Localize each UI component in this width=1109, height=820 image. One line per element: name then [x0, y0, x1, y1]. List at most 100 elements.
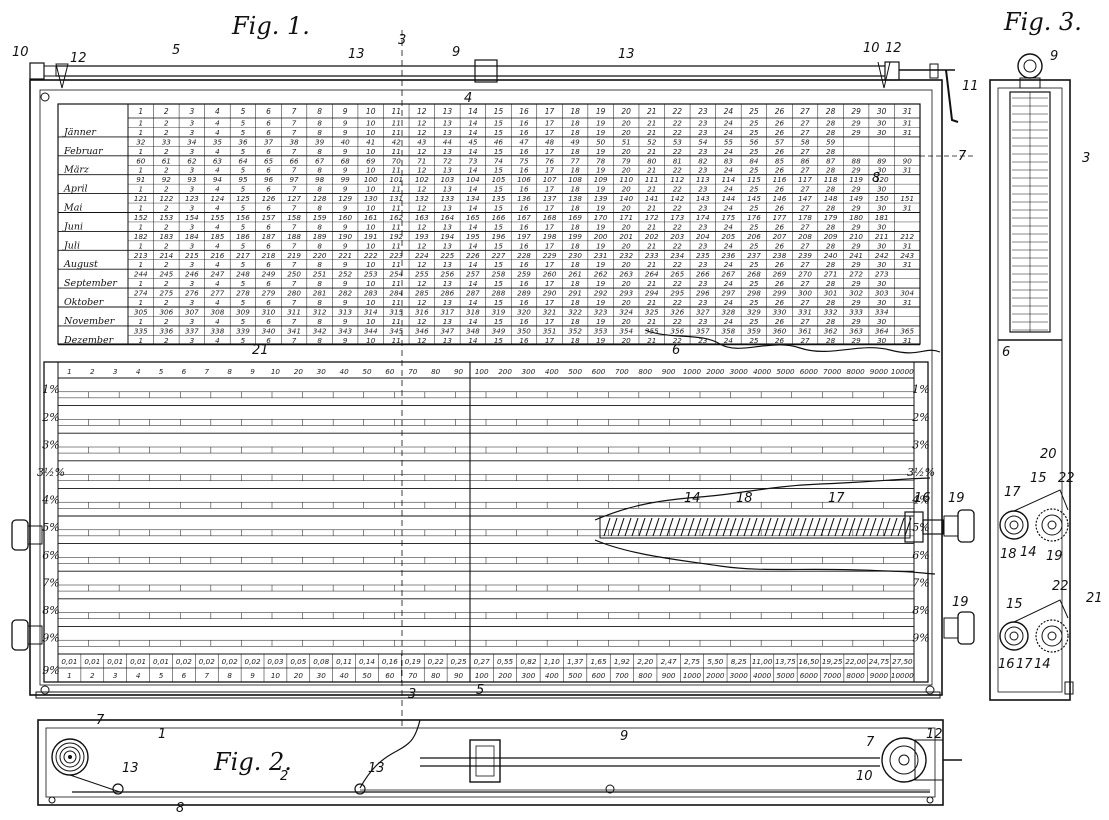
day-of-year-cell: 274 — [134, 289, 148, 298]
day-of-year-cell: 305 — [134, 307, 148, 316]
day-of-year-cell: 6 — [266, 118, 271, 127]
calendar-header-day: 6 — [266, 107, 271, 116]
day-of-year-cell: 331 — [798, 307, 812, 316]
day-of-month-cell: 10 — [366, 298, 376, 307]
day-of-year-cell: 94 — [213, 175, 223, 184]
day-of-year-cell: 237 — [747, 251, 761, 260]
day-of-month-cell: 8 — [317, 260, 322, 269]
capital-scale-left-cell: 6 — [182, 367, 187, 376]
day-of-month-cell: 5 — [241, 279, 246, 288]
day-of-year-cell: 176 — [747, 213, 761, 222]
day-of-month-cell: 27 — [800, 279, 810, 288]
day-of-month-cell: 9 — [343, 260, 348, 269]
capital-scale-left-cell: 60 — [385, 367, 395, 376]
day-of-year-cell: 140 — [619, 194, 633, 203]
day-of-year-cell: 348 — [466, 326, 480, 335]
day-of-year-cell: 102 — [415, 175, 429, 184]
capital-scale-left-cell: 7 — [204, 367, 209, 376]
day-of-month-cell: 19 — [596, 147, 606, 156]
day-of-month-cell: 28 — [826, 147, 836, 156]
day-of-month-cell: 17 — [545, 260, 555, 269]
day-of-year-cell: 294 — [645, 289, 659, 298]
day-of-month-cell: 13 — [443, 298, 453, 307]
day-of-year-cell: 202 — [645, 232, 659, 241]
day-of-year-cell: 313 — [338, 307, 352, 316]
result-left-cell: 0,19 — [405, 657, 421, 666]
day-of-year-cell: 50 — [596, 137, 606, 146]
day-of-year-cell: 22 — [673, 118, 683, 127]
interest-frame — [43, 361, 929, 683]
day-of-year-cell: 207 — [773, 232, 787, 241]
day-of-year-cell: 118 — [824, 175, 838, 184]
ref-9-fig3: 9 — [1050, 49, 1058, 64]
day-of-year-cell: 179 — [824, 213, 838, 222]
day-of-month-cell: 24 — [724, 241, 734, 250]
day-of-year-cell: 228 — [517, 251, 531, 260]
day-of-month-cell: 16 — [519, 128, 529, 137]
day-of-month-cell: 12 — [417, 204, 427, 213]
day-of-month-cell: 15 — [494, 336, 504, 345]
day-of-month-cell: 5 — [241, 128, 246, 137]
day-of-year-cell: 177 — [773, 213, 787, 222]
day-of-year-cell: 198 — [543, 232, 557, 241]
calendar-header-day: 31 — [902, 107, 912, 116]
day-of-year-cell: 60 — [136, 156, 146, 165]
day-of-year-cell: 290 — [543, 289, 557, 298]
ref-13-top-right: 13 — [618, 47, 635, 62]
calendar-header-day: 29 — [851, 107, 861, 116]
day-of-year-cell: 85 — [775, 156, 785, 165]
percent-label-left: 4% — [41, 494, 59, 507]
day-of-year-cell: 105 — [492, 175, 506, 184]
day-of-month-cell: 22 — [673, 317, 683, 326]
ref-21-fig3: 21 — [1086, 591, 1103, 606]
day-of-year-cell: 46 — [494, 137, 504, 146]
day-of-year-cell: 165 — [466, 213, 480, 222]
day-of-year-cell: 236 — [722, 251, 736, 260]
day-of-year-cell: 159 — [313, 213, 327, 222]
screw-thread — [694, 517, 702, 537]
day-of-year-cell: 32 — [136, 137, 146, 146]
day-of-month-cell: 2 — [164, 185, 169, 194]
day-of-month-cell: 11 — [392, 128, 401, 137]
day-of-month-cell: 6 — [266, 298, 271, 307]
result-right-cell: 2,20 — [637, 657, 653, 666]
day-of-month-cell: 10 — [366, 147, 376, 156]
day-of-month-cell: 3 — [190, 166, 195, 175]
screw-thread — [862, 517, 870, 537]
day-of-month-cell: 14 — [468, 317, 478, 326]
result-right-cell: 2,47 — [661, 657, 677, 666]
day-of-month-cell: 5 — [241, 336, 246, 345]
day-of-year-cell: 354 — [619, 326, 633, 335]
ref-19-fig1-lower: 19 — [952, 595, 969, 610]
day-of-month-cell: 28 — [826, 279, 836, 288]
gear-assembly-lower — [999, 599, 1069, 653]
day-of-year-cell: 52 — [647, 137, 657, 146]
day-of-year-cell: 278 — [236, 289, 250, 298]
day-of-year-cell: 67 — [315, 156, 325, 165]
calendar-header-day: 11 — [391, 107, 401, 116]
day-of-month-cell: 14 — [468, 298, 478, 307]
day-of-month-cell: 1 — [138, 260, 143, 269]
day-of-month-cell: 5 — [241, 222, 246, 231]
day-of-month-cell: 6 — [266, 279, 271, 288]
day-of-month-cell: 29 — [852, 166, 862, 175]
ref-13-fig2-right: 13 — [368, 761, 385, 776]
day-of-month-cell: 5 — [241, 166, 246, 175]
percent-label-right: 6% — [912, 549, 929, 562]
calendar-header-day: 25 — [749, 107, 759, 116]
screw-thread — [645, 517, 653, 537]
day-of-month-cell: 11 — [392, 317, 401, 326]
day-of-year-cell: 68 — [341, 156, 351, 165]
day-of-year-cell: 193 — [415, 232, 429, 241]
day-of-month-cell: 22 — [673, 166, 683, 175]
screw-thread — [750, 517, 758, 537]
day-of-year-cell: 103 — [440, 175, 454, 184]
day-of-year-cell: 256 — [440, 270, 454, 279]
day-of-month-cell: 11 — [392, 185, 401, 194]
result-left-capital: 6 — [182, 671, 187, 680]
day-of-year-cell: 302 — [849, 289, 863, 298]
day-of-year-cell: 47 — [519, 137, 529, 146]
day-of-month-cell: 23 — [698, 336, 708, 345]
result-right-capital: 1000 — [683, 671, 702, 680]
day-of-year-cell: 162 — [389, 213, 403, 222]
